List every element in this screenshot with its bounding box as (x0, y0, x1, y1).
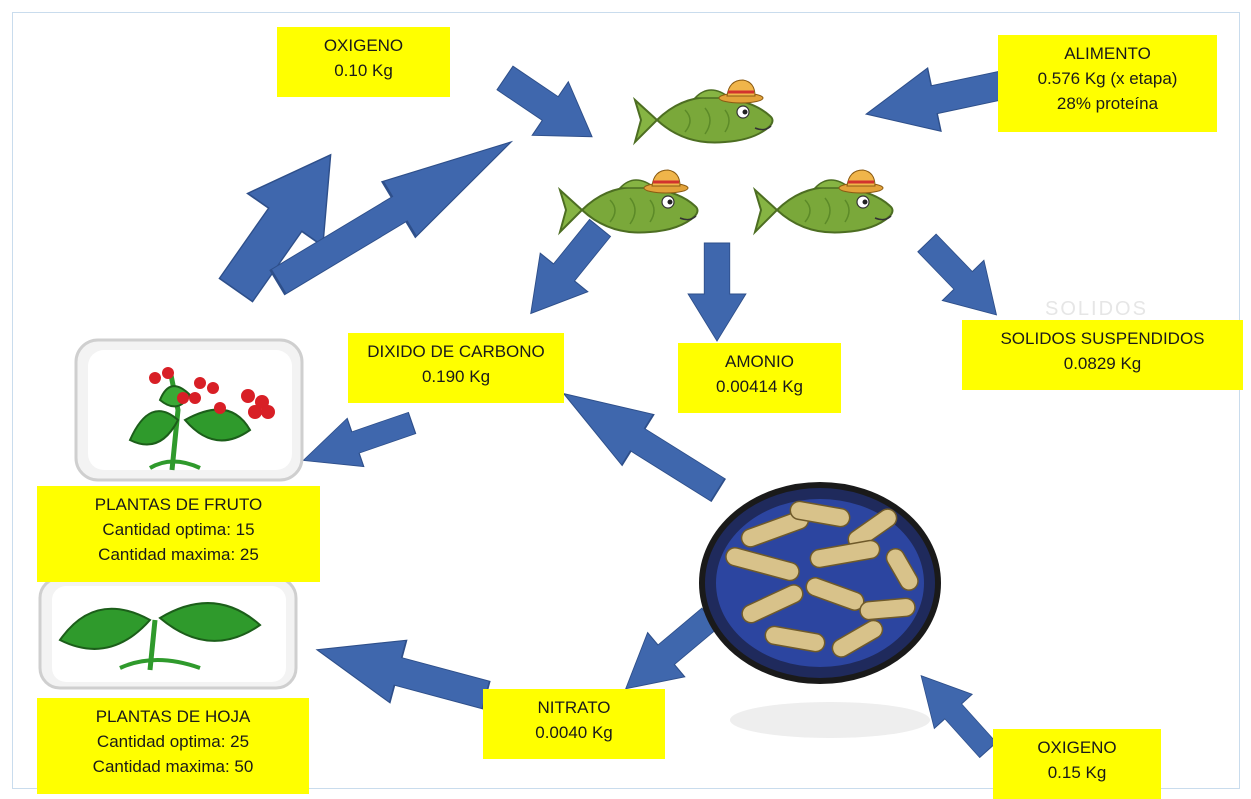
node-optimal: Cantidad optima: 15 (102, 520, 255, 539)
node-dixido-de-carbono: DIXIDO DE CARBONO 0.190 Kg (348, 333, 564, 403)
node-title: OXIGENO (323, 36, 404, 55)
arrow-alimento-to-fish (858, 51, 1016, 147)
arrow-nitrato-to-leaf-plants (307, 617, 496, 728)
node-value: 0.0040 Kg (535, 723, 613, 742)
fish-icon (633, 78, 774, 145)
node-title: PLANTAS DE HOJA (95, 707, 251, 726)
node-plantas-de-fruto: PLANTAS DE FRUTO Cantidad optima: 15 Can… (37, 486, 320, 582)
node-title: AMONIO (725, 352, 794, 371)
node-maximum: Cantidad maxima: 25 (98, 545, 259, 564)
fish-icon (753, 168, 894, 235)
node-plantas-de-hoja: PLANTAS DE HOJA Cantidad optima: 25 Cant… (37, 698, 309, 794)
node-value: 0.190 Kg (421, 367, 491, 386)
node-maximum: Cantidad maxima: 50 (92, 757, 254, 776)
node-solidos-suspendidos: SOLIDOS SUSPENDIDOS 0.0829 Kg (962, 320, 1243, 390)
leaf-plant-icon (38, 576, 298, 690)
node-title: ALIMENTO (1064, 44, 1151, 63)
node-title: OXIGENO (1037, 738, 1117, 757)
arrow-co2-to-fruit-plants (294, 398, 421, 486)
fish-icon (558, 168, 699, 235)
faded-background-text: SOLIDOS (1045, 298, 1148, 320)
node-value: 0.15 Kg (1047, 763, 1107, 782)
node-nitrato: NITRATO 0.0040 Kg (483, 689, 665, 759)
node-title: DIXIDO DE CARBONO (367, 342, 545, 361)
node-title: PLANTAS DE FRUTO (94, 495, 263, 514)
node-amonio: AMONIO 0.00414 Kg (678, 343, 841, 413)
node-value: 0.10 Kg (334, 61, 393, 80)
node-alimento: ALIMENTO 0.576 Kg (x etapa) 28% proteína (998, 35, 1217, 132)
node-value: 0.576 Kg (x etapa) (1037, 69, 1178, 88)
node-title: SOLIDOS SUSPENDIDOS (1000, 329, 1205, 348)
node-value: 0.00414 Kg (716, 377, 803, 396)
node-title: NITRATO (537, 698, 611, 717)
node-optimal: Cantidad optima: 25 (96, 732, 250, 751)
node-detail: 28% proteína (1056, 94, 1159, 113)
node-oxigeno-top: OXIGENO 0.10 Kg (277, 27, 450, 97)
arrow-fish-to-solidos (905, 222, 1018, 336)
diagram-frame (12, 12, 1240, 789)
fruit-plant-icon (74, 338, 304, 482)
node-value: 0.0829 Kg (1063, 354, 1142, 373)
node-oxigeno-bottom: OXIGENO 0.15 Kg (993, 729, 1161, 799)
arrow-fish-to-amonio (687, 242, 747, 342)
bacteria-colony-icon (699, 482, 941, 738)
